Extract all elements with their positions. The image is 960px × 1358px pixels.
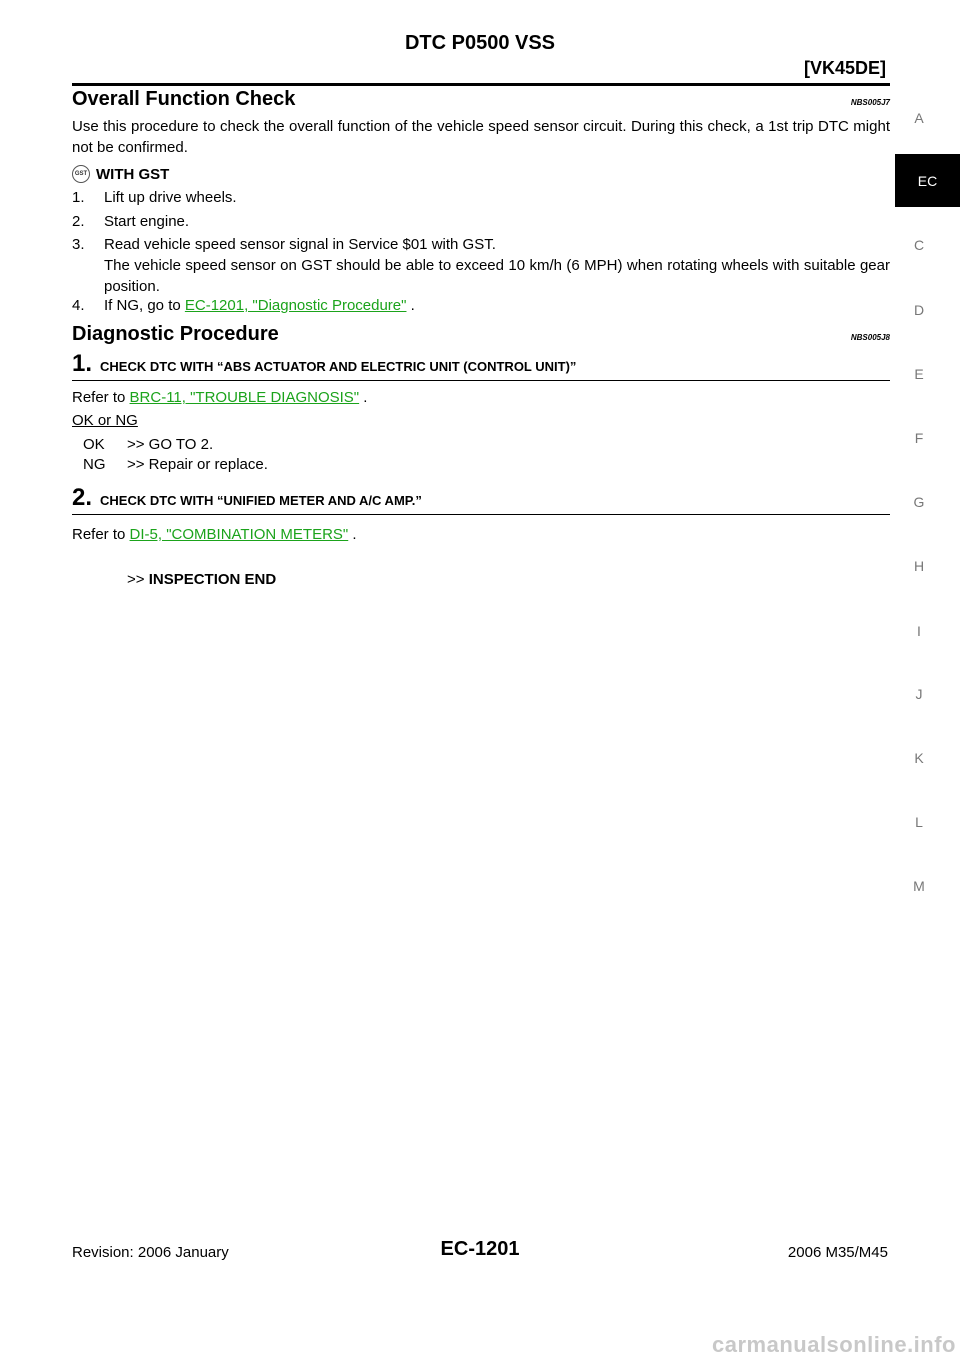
tab-g[interactable]: G [913, 494, 925, 510]
gst-icon: GST [72, 165, 90, 183]
inspection-end-text: INSPECTION END [148, 571, 277, 588]
step-1-text: Lift up drive wheels. [104, 189, 237, 206]
with-gst-heading: GST WITH GST [72, 165, 169, 183]
engine-code: [VK45DE] [803, 58, 886, 78]
result-ok: OK >> GO TO 2. [83, 435, 268, 455]
diagnostic-procedure-link[interactable]: EC-1201, "Diagnostic Procedure" [184, 297, 407, 314]
step-3-text: Read vehicle speed sensor signal in Serv… [104, 236, 496, 253]
diagnostic-heading-text: Diagnostic Procedure [72, 323, 279, 345]
step-2: 2. Start engine. [72, 211, 890, 232]
step-3-detail: The vehicle speed sensor on GST should b… [104, 257, 890, 295]
check-step-1-num: 1. [72, 350, 93, 377]
step-4-num: 4. [72, 297, 85, 314]
page-number: EC-1201 [440, 1238, 520, 1260]
step-1-num: 1. [72, 189, 85, 206]
step-1-refer: Refer to BRC-11, "TROUBLE DIAGNOSIS" . [72, 389, 367, 406]
tab-a[interactable]: A [914, 110, 924, 126]
step-3: 3. Read vehicle speed sensor signal in S… [72, 234, 890, 297]
step-1-refer-suffix: . [359, 389, 368, 406]
step-2-refer-prefix: Refer to [72, 526, 130, 543]
step-2-refer: Refer to DI-5, "COMBINATION METERS" . [72, 526, 357, 543]
step-3-num: 3. [72, 236, 85, 253]
revision-date: Revision: 2006 January [72, 1244, 229, 1261]
diagnostic-section-code: NBS005J8 [850, 333, 890, 342]
tab-c[interactable]: C [913, 237, 925, 253]
tab-l[interactable]: L [915, 814, 923, 830]
step-3-text-block: Read vehicle speed sensor signal in Serv… [104, 234, 890, 297]
result-ng-text: >> Repair or replace. [127, 456, 268, 473]
step-4: 4. If NG, go to EC-1201, "Diagnostic Pro… [72, 295, 890, 316]
result-ng: NG >> Repair or replace. [83, 455, 268, 475]
tab-j[interactable]: J [915, 686, 923, 702]
tab-f[interactable]: F [914, 430, 924, 446]
check-step-1-title: CHECK DTC WITH “ABS ACTUATOR AND ELECTRI… [100, 359, 577, 374]
model-label: 2006 M35/M45 [787, 1244, 888, 1261]
with-gst-label: WITH GST [96, 165, 170, 183]
overall-intro: Use this procedure to check the overall … [72, 118, 890, 156]
tab-i[interactable]: I [917, 623, 921, 639]
diagnostic-section-heading: Diagnostic Procedure NBS005J8 [72, 323, 890, 346]
inspection-end-arrow: >> [127, 571, 145, 588]
overall-section-heading: Overall Function Check NBS005J7 [72, 88, 890, 111]
step-2-refer-suffix: . [348, 526, 357, 543]
tab-e[interactable]: E [914, 366, 924, 382]
result-ok-text: >> GO TO 2. [127, 436, 214, 453]
ok-or-ng-label: OK or NG [72, 412, 138, 429]
step-4-prefix: If NG, go to [104, 297, 185, 314]
result-ng-code: NG [83, 456, 106, 473]
overall-heading-text: Overall Function Check [72, 88, 296, 110]
combination-meters-link[interactable]: DI-5, "COMBINATION METERS" [129, 526, 349, 543]
watermark: carmanualsonline.info [712, 1332, 956, 1357]
check-step-1-header: 1. CHECK DTC WITH “ABS ACTUATOR AND ELEC… [72, 352, 890, 381]
result-ok-code: OK [83, 436, 105, 453]
tab-ec-active[interactable]: EC [895, 154, 960, 207]
step-1-results: OK >> GO TO 2. NG >> Repair or replace. [83, 435, 268, 475]
trouble-diagnosis-link[interactable]: BRC-11, "TROUBLE DIAGNOSIS" [129, 389, 360, 406]
inspection-end: >> INSPECTION END [127, 571, 276, 588]
check-step-2-title: CHECK DTC WITH “UNIFIED METER AND A/C AM… [100, 493, 422, 508]
tab-k[interactable]: K [914, 750, 924, 766]
tab-d[interactable]: D [913, 302, 925, 318]
step-2-text: Start engine. [104, 213, 190, 230]
step-1-refer-prefix: Refer to [72, 389, 130, 406]
check-step-2-num: 2. [72, 484, 93, 511]
page-title: DTC P0500 VSS [404, 32, 556, 54]
tab-m[interactable]: M [913, 878, 925, 894]
overall-section-code: NBS005J7 [850, 98, 890, 107]
header-rule [72, 83, 890, 86]
step-4-text-block: If NG, go to EC-1201, "Diagnostic Proced… [104, 295, 890, 316]
step-2-num: 2. [72, 213, 85, 230]
step-1: 1. Lift up drive wheels. [72, 187, 890, 208]
step-4-suffix: . [406, 297, 415, 314]
check-step-2-header: 2. CHECK DTC WITH “UNIFIED METER AND A/C… [72, 486, 890, 515]
tab-h[interactable]: H [913, 558, 925, 574]
